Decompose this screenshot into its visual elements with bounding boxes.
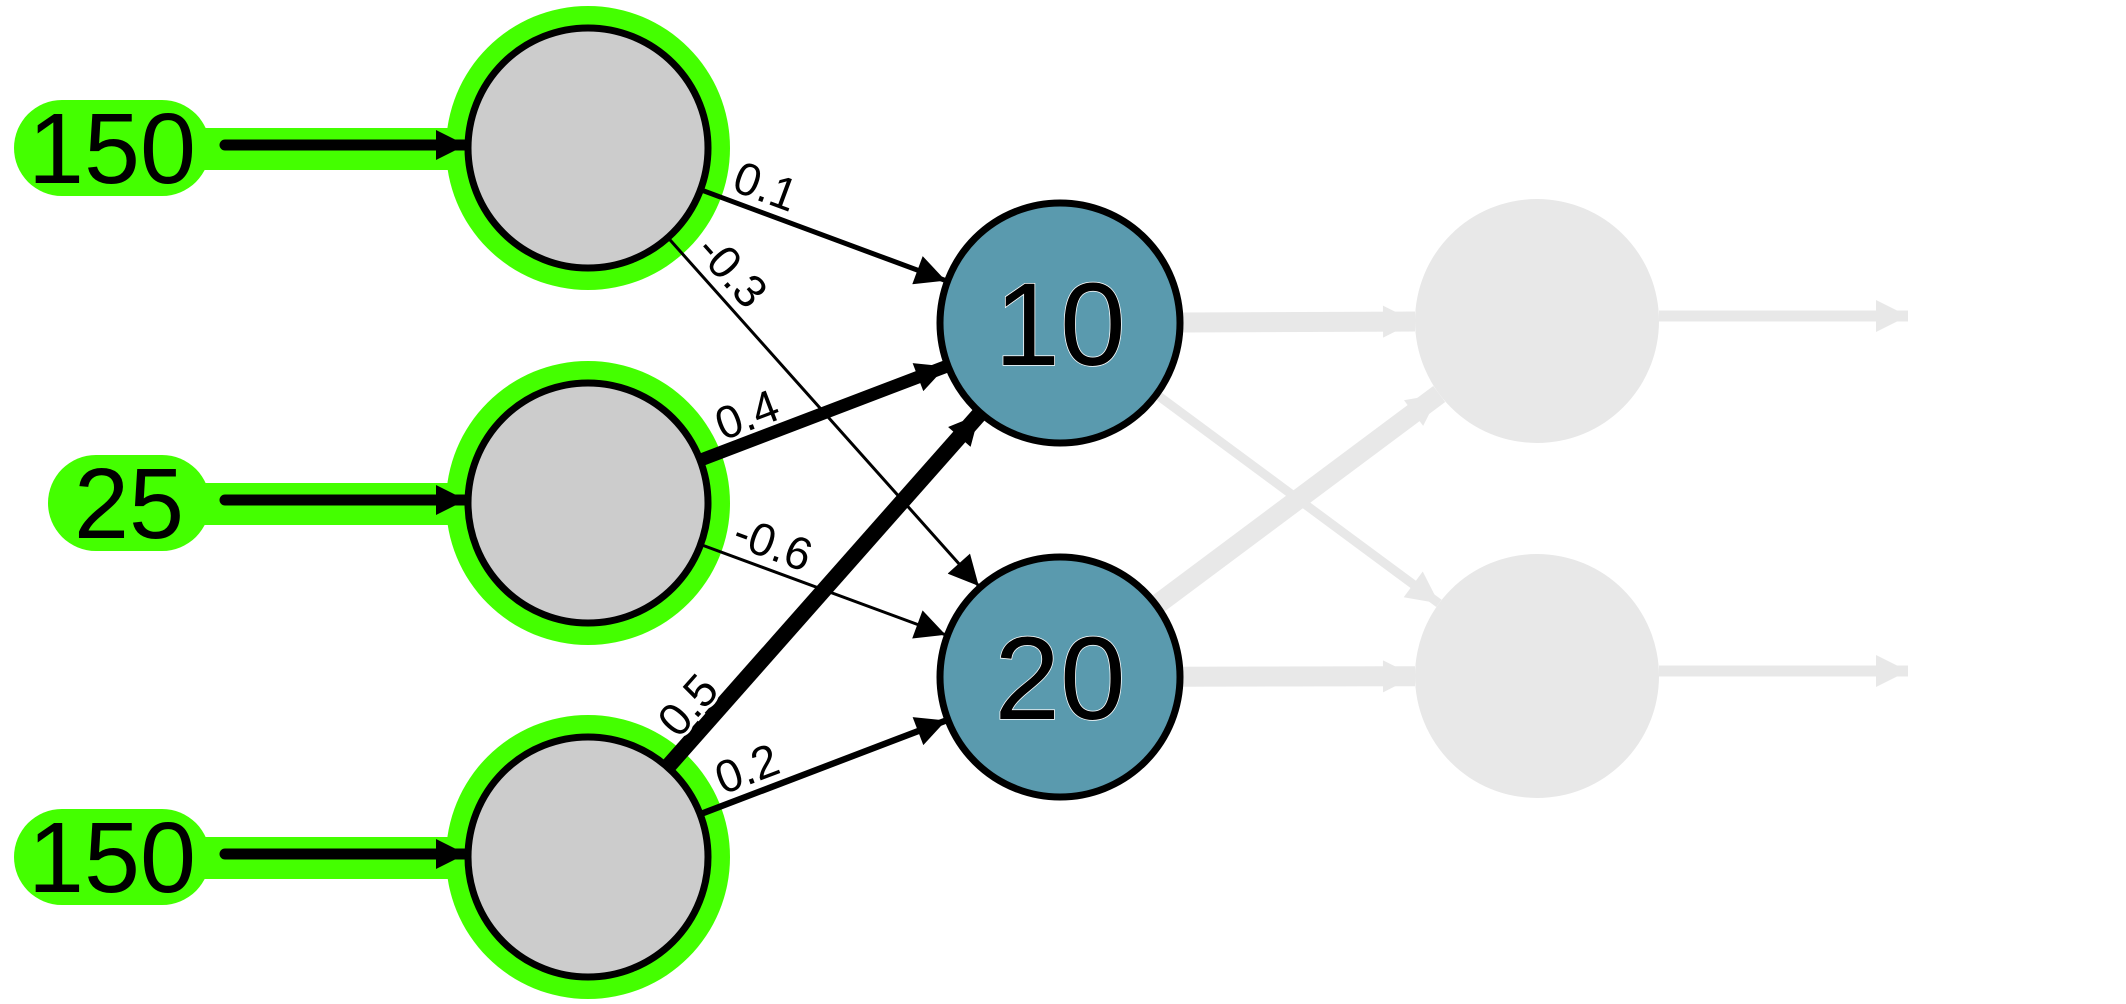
input-value-label: 150 <box>28 802 196 914</box>
input-value-pill <box>48 455 210 551</box>
input-pills-group: 150 25 150 <box>14 93 472 914</box>
hidden-node-h2 <box>936 553 1184 801</box>
output-node-o2 <box>1415 554 1659 798</box>
weight-edge-i3-h2 <box>698 717 948 818</box>
weight-edge-i2-h1 <box>697 360 949 467</box>
hidden-node-value: 10 <box>994 259 1125 391</box>
input-value-label: 25 <box>74 448 184 560</box>
input-node-i1 <box>464 24 712 272</box>
weight-label: -0.6 <box>727 505 819 581</box>
input-node-i2 <box>464 379 712 627</box>
weight-label: 0.1 <box>727 151 805 222</box>
output-nodes-group <box>1415 199 1659 798</box>
faded-edge-h1-o1 <box>1179 305 1416 338</box>
input-nodes-group <box>464 24 712 981</box>
weight-label: 0.5 <box>647 664 728 746</box>
input-value-pill <box>14 100 210 196</box>
input-value-pill <box>14 809 210 905</box>
weight-label: 0.4 <box>708 379 786 450</box>
faded-edges-group <box>1150 305 1446 693</box>
hidden-node-h1 <box>936 199 1184 447</box>
weight-label: 0.2 <box>708 733 786 804</box>
input-value-label: 150 <box>28 93 196 205</box>
hidden-node-value: 20 <box>994 613 1125 745</box>
input-node-i3 <box>464 733 712 981</box>
output-arrows-group <box>1659 300 1908 687</box>
output-node-o1 <box>1415 199 1659 443</box>
hidden-nodes-group: 10 20 <box>936 199 1184 801</box>
weight-edge-i1-h1 <box>699 187 947 285</box>
weight-label: -0.3 <box>687 224 779 318</box>
weight-edges-group <box>661 187 986 818</box>
faded-edge-h2-o1 <box>1150 385 1446 614</box>
weight-edge-i3-h1 <box>661 409 986 773</box>
